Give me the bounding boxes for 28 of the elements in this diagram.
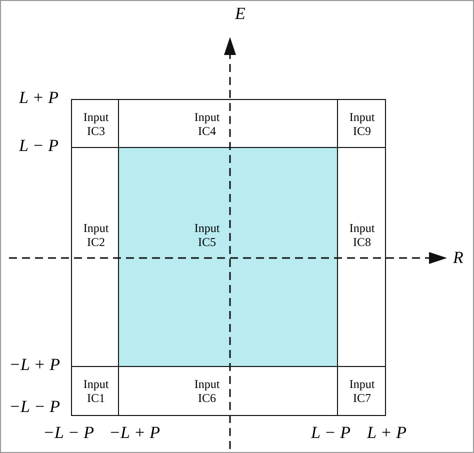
tick-label: −L + P [109,424,160,442]
tick-label: −L − P [43,424,94,442]
grid-cell [118,147,339,368]
cell-label: Input IC9 [348,110,376,138]
cell-label: Input IC6 [193,377,221,405]
grid-cell [71,99,120,149]
tick-label: L − P [311,424,351,442]
tick-label: −L + P [9,356,60,374]
grid-cell [71,147,120,368]
cell-label: Input IC4 [193,110,221,138]
cell-label: Input IC7 [348,377,376,405]
cell-label: Input IC8 [348,221,376,249]
cell-label: Input IC3 [82,110,110,138]
grid-cell [337,366,386,416]
grid-cell [337,99,386,149]
grid-cell [337,147,386,368]
tick-label: L + P [367,424,407,442]
grid-cell [118,99,339,149]
tick-label: L − P [19,137,59,155]
cell-label: Input IC5 [193,221,221,249]
tick-label: L + P [19,89,59,107]
grid-cell [118,366,339,416]
axis-label: E [235,5,246,23]
axis-label: R [453,249,464,267]
grid-cell [71,366,120,416]
cell-label: Input IC2 [82,221,110,249]
tick-label: −L − P [9,398,60,416]
cell-label: Input IC1 [82,377,110,405]
